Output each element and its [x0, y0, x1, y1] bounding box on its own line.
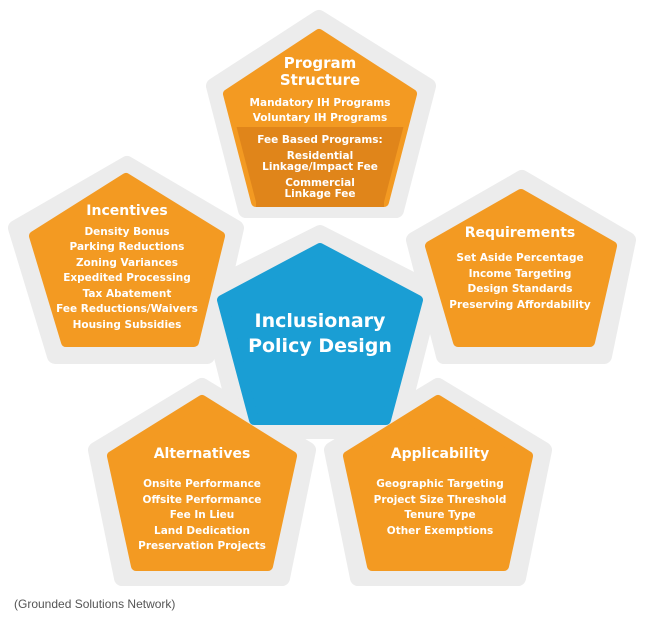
applicability-pentagon: Applicability Geographic Targeting Proje… [343, 395, 533, 571]
alternatives-pentagon: Alternatives Onsite Performance Offsite … [107, 395, 297, 571]
incentives-item: Parking Reductions [70, 241, 185, 253]
requirements-item: Set Aside Percentage [456, 252, 583, 264]
fee-based-band [228, 127, 412, 202]
requirements-pentagon: Requirements Set Aside Percentage Income… [425, 189, 617, 347]
requirements-item: Design Standards [467, 283, 572, 295]
applicability-title: Applicability [391, 446, 489, 462]
policy-design-diagram: Inclusionary Policy Design Program Struc… [8, 10, 636, 586]
alternatives-title: Alternatives [154, 446, 251, 462]
incentives-item: Housing Subsidies [73, 319, 182, 331]
center-title-line-2: Policy Design [248, 335, 392, 357]
program-structure-title-line-2: Structure [280, 71, 360, 89]
center-title-line-1: Inclusionary [255, 310, 386, 332]
program-structure-pentagon: Program Structure Mandatory IH Programs … [223, 29, 417, 207]
alternatives-item: Onsite Performance [143, 478, 261, 490]
incentives-pentagon: Incentives Density Bonus Parking Reducti… [29, 173, 225, 347]
fee-based-item: Commercial [285, 177, 355, 189]
applicability-item: Project Size Threshold [374, 494, 507, 506]
applicability-item: Tenure Type [404, 509, 475, 521]
incentives-item: Zoning Variances [76, 257, 178, 269]
applicability-item: Other Exemptions [387, 525, 493, 537]
fee-based-item: Residential [287, 150, 353, 162]
requirements-item: Income Targeting [469, 268, 572, 280]
alternatives-item: Preservation Projects [138, 540, 266, 552]
incentives-item: Expedited Processing [63, 272, 191, 284]
incentives-item: Density Bonus [84, 226, 169, 238]
incentives-title: Incentives [86, 203, 167, 219]
requirements-item: Preserving Affordability [449, 299, 591, 311]
applicability-item: Geographic Targeting [376, 478, 504, 490]
program-structure-title-line-1: Program [284, 54, 357, 72]
fee-based-header: Fee Based Programs: [257, 134, 383, 146]
incentives-item: Tax Abatement [83, 288, 172, 300]
alternatives-item: Offsite Performance [143, 494, 262, 506]
center-pentagon [217, 243, 423, 425]
alternatives-item: Land Dedication [154, 525, 250, 537]
program-structure-item: Mandatory IH Programs [250, 97, 391, 109]
source-caption: (Grounded Solutions Network) [14, 597, 176, 611]
alternatives-item: Fee In Lieu [170, 509, 235, 521]
requirements-title: Requirements [465, 225, 576, 241]
fee-based-item: Linkage/Impact Fee [262, 161, 378, 173]
fee-based-item: Linkage Fee [284, 188, 355, 200]
program-structure-item: Voluntary IH Programs [253, 112, 388, 124]
incentives-item: Fee Reductions/Waivers [56, 303, 198, 315]
